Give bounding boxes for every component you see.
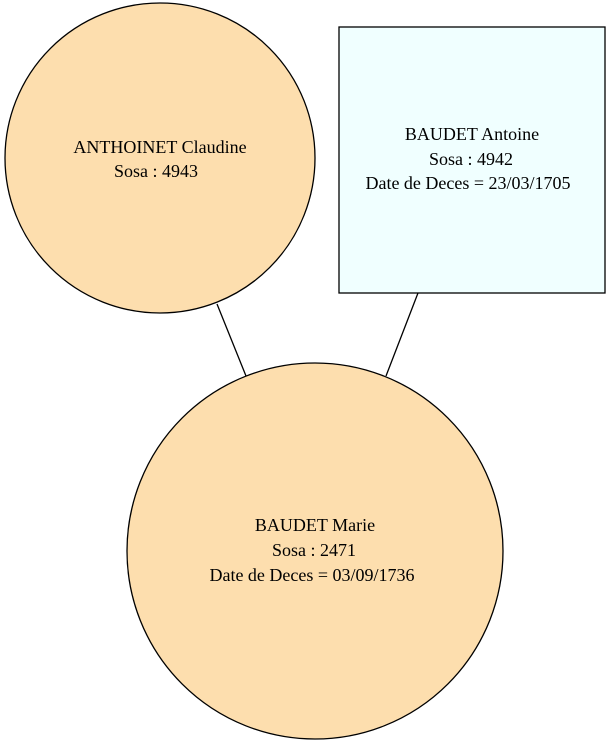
female-node-circle (4, 2, 316, 314)
male-node-box (338, 26, 606, 294)
node-baudet-marie[interactable]: BAUDET Marie Sosa : 2471 Date de Deces =… (126, 362, 504, 740)
node-sosa: Sosa : 2471 (272, 540, 356, 560)
edge-mother-child (216, 303, 247, 377)
node-name: BAUDET Antoine (405, 124, 539, 144)
female-node-circle (126, 362, 504, 740)
node-anthoinet-claudine[interactable]: ANTHOINET Claudine Sosa : 4943 (4, 2, 316, 314)
node-name: ANTHOINET Claudine (73, 137, 246, 157)
node-death-date: Date de Deces = 03/09/1736 (209, 565, 414, 585)
edge-father-child (385, 292, 419, 377)
node-baudet-antoine[interactable]: BAUDET Antoine Sosa : 4942 Date de Deces… (338, 26, 606, 294)
node-death-date: Date de Deces = 23/03/1705 (365, 173, 570, 193)
node-sosa: Sosa : 4943 (114, 161, 198, 181)
node-sosa: Sosa : 4942 (429, 149, 513, 169)
node-name: BAUDET Marie (255, 515, 375, 535)
